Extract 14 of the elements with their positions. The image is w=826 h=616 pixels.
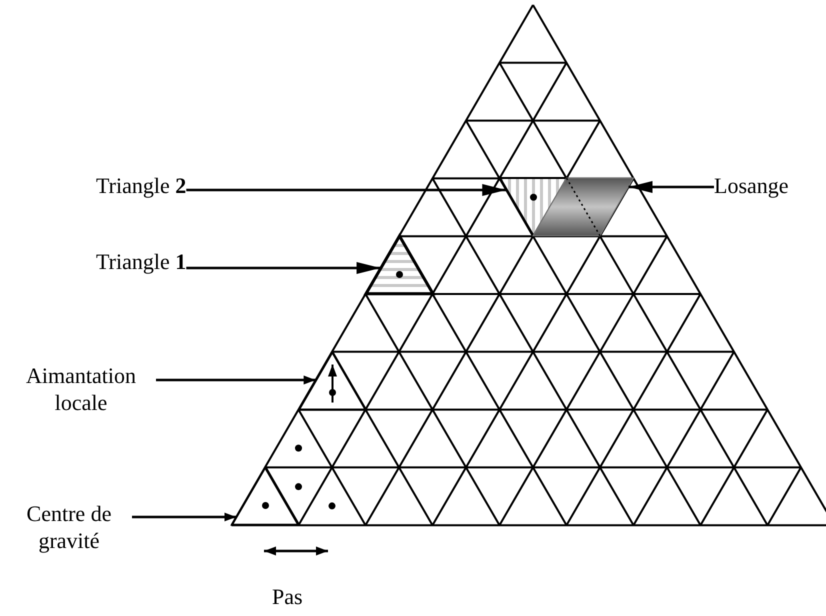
callout-label: Triangle 2 (96, 172, 186, 199)
arrow (156, 376, 316, 384)
dimension-label: Pas (272, 583, 303, 610)
callout-label: Losange (714, 172, 789, 199)
arrow (186, 184, 506, 196)
arrow (132, 512, 236, 522)
arrow (628, 181, 714, 193)
shaded-rhombus (531, 176, 636, 238)
callout-label: Aimantation locale (25, 362, 137, 416)
shaded-triangle (364, 234, 434, 296)
callout-label: Centre de gravité (26, 500, 112, 554)
grid-triangle (230, 465, 300, 528)
callout-label: Triangle 1 (96, 248, 186, 275)
arrow (186, 262, 381, 274)
